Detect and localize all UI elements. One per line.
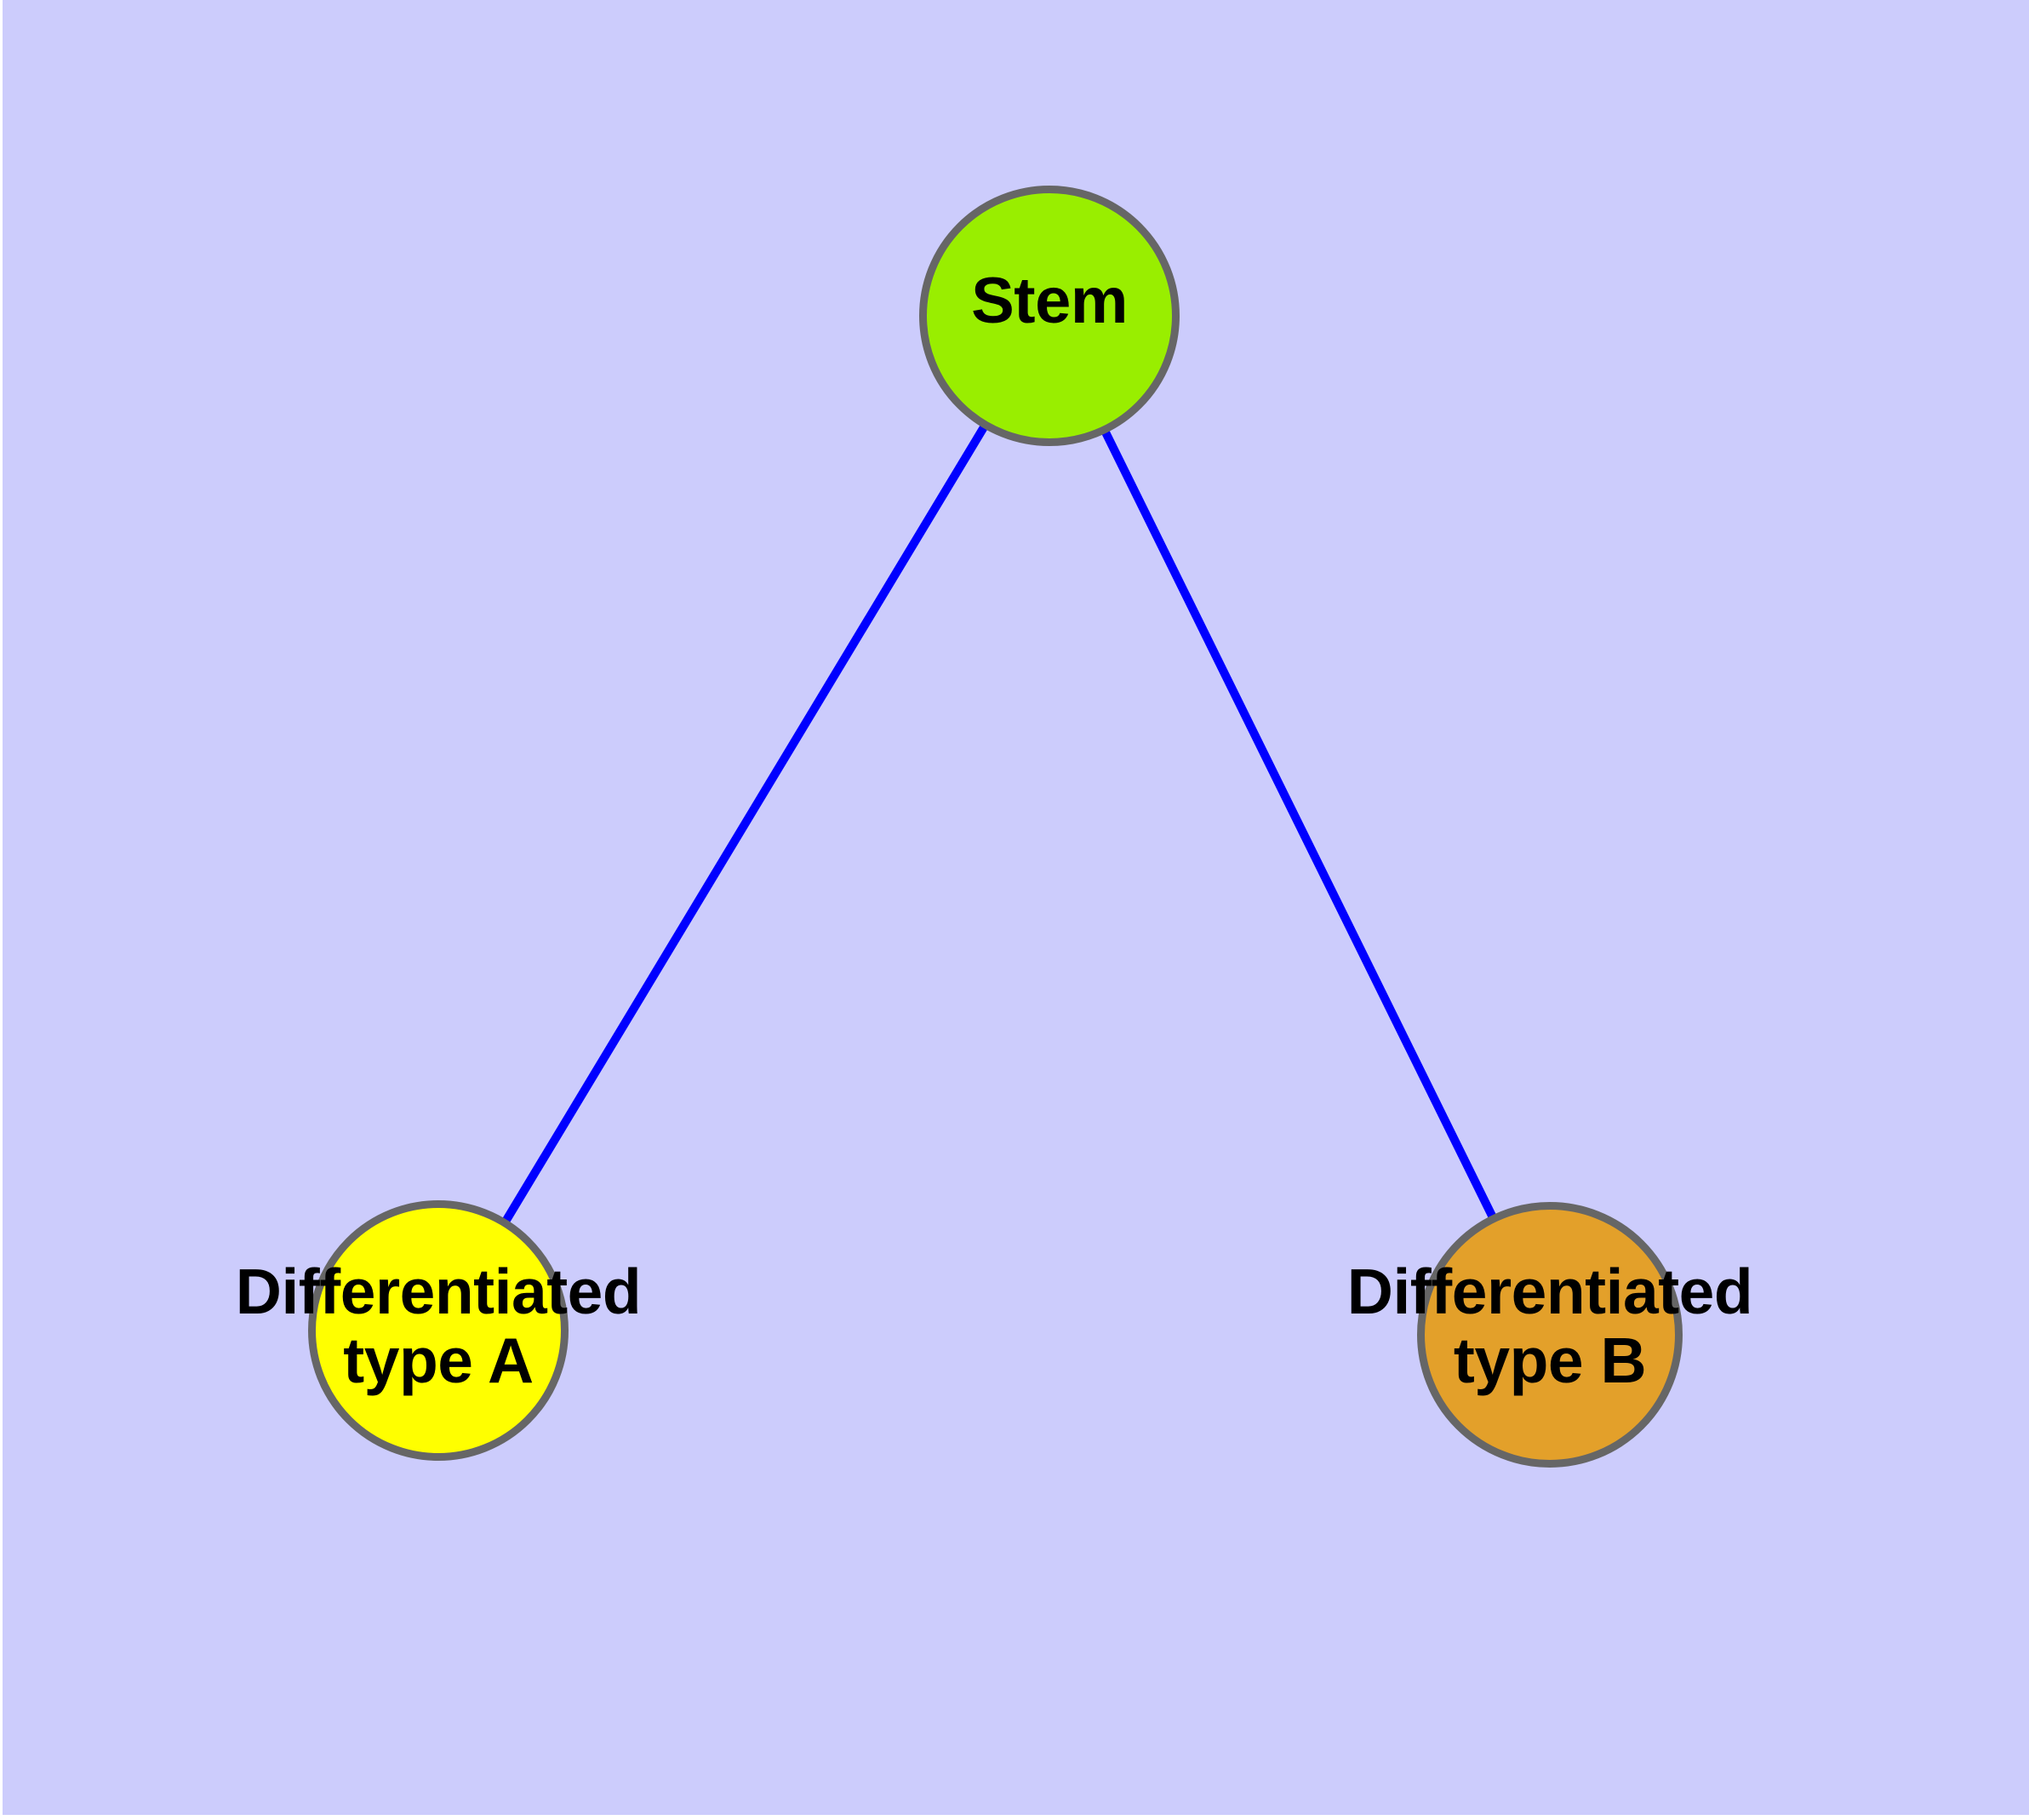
node-differentiated-type-b[interactable] [1417,1202,1683,1468]
node-stem[interactable] [919,186,1180,446]
graph-canvas: Stem Differentiated type A Differentiate… [3,0,2029,1815]
edge-layer [434,316,1554,1336]
edge-stem-to-differentiated-type-b[interactable] [1045,316,1554,1336]
edge-stem-to-differentiated-type-a[interactable] [434,316,1054,1336]
node-differentiated-type-a[interactable] [308,1200,569,1461]
